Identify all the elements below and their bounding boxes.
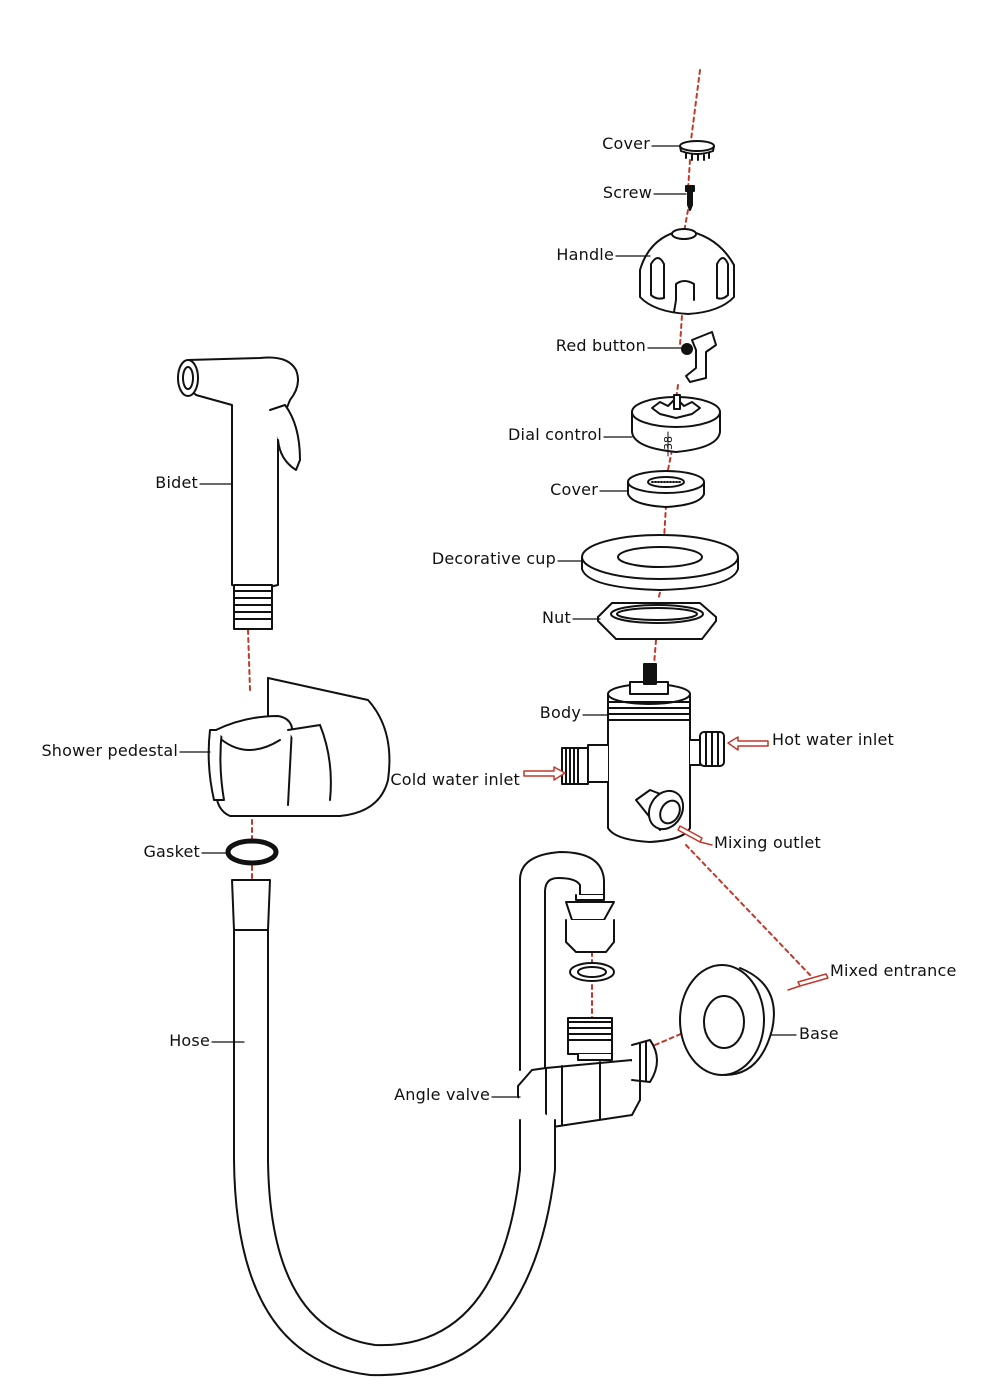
label-gasket: Gasket bbox=[143, 842, 200, 861]
dial-control-part bbox=[631, 394, 721, 457]
label-mixed-entrance: Mixed entrance bbox=[830, 961, 957, 980]
label-red-button: Red button bbox=[555, 336, 646, 355]
label-body: Body bbox=[539, 703, 581, 722]
handle-part bbox=[639, 228, 735, 315]
gasket-part bbox=[225, 838, 279, 866]
mixed-entrance-arrow bbox=[787, 973, 829, 991]
label-handle: Handle bbox=[556, 245, 614, 264]
label-cold-water-inlet: Cold water inlet bbox=[390, 770, 520, 789]
label-hot-water-inlet: Hot water inlet bbox=[772, 730, 894, 749]
angle-valve-part bbox=[517, 851, 658, 1129]
hot-inlet-arrow bbox=[727, 736, 769, 751]
shower-pedestal-part bbox=[207, 677, 391, 817]
cold-inlet-arrow bbox=[523, 766, 566, 781]
hose-part bbox=[231, 879, 556, 1377]
label-decorative-cup: Decorative cup bbox=[431, 549, 556, 568]
flow-arrows bbox=[523, 736, 829, 991]
label-dial-control: Dial control bbox=[508, 425, 602, 444]
mixing-outlet-arrow bbox=[677, 825, 713, 846]
label-nut: Nut bbox=[542, 608, 571, 627]
cover-mid-part bbox=[627, 470, 705, 508]
cover-top-part bbox=[679, 140, 715, 161]
screw-part bbox=[685, 185, 695, 211]
label-hose: Hose bbox=[169, 1031, 210, 1050]
label-base: Base bbox=[799, 1024, 839, 1043]
label-bidet: Bidet bbox=[155, 473, 198, 492]
decorative-cup-part bbox=[581, 534, 739, 591]
label-angle-valve: Angle valve bbox=[394, 1085, 490, 1104]
label-mixing-outlet: Mixing outlet bbox=[714, 833, 821, 852]
bidet-part bbox=[177, 356, 301, 630]
label-screw: Screw bbox=[602, 183, 652, 202]
base-part bbox=[679, 964, 775, 1076]
leader-lines bbox=[179, 145, 797, 1098]
dial-marking: 38 bbox=[662, 436, 675, 450]
nut-part bbox=[597, 602, 717, 640]
label-cover-mid: Cover bbox=[550, 480, 598, 499]
label-cover-top: Cover bbox=[602, 134, 650, 153]
body-part bbox=[561, 663, 725, 843]
red-button-part bbox=[681, 331, 717, 383]
label-shower-pedestal: Shower pedestal bbox=[41, 741, 178, 760]
